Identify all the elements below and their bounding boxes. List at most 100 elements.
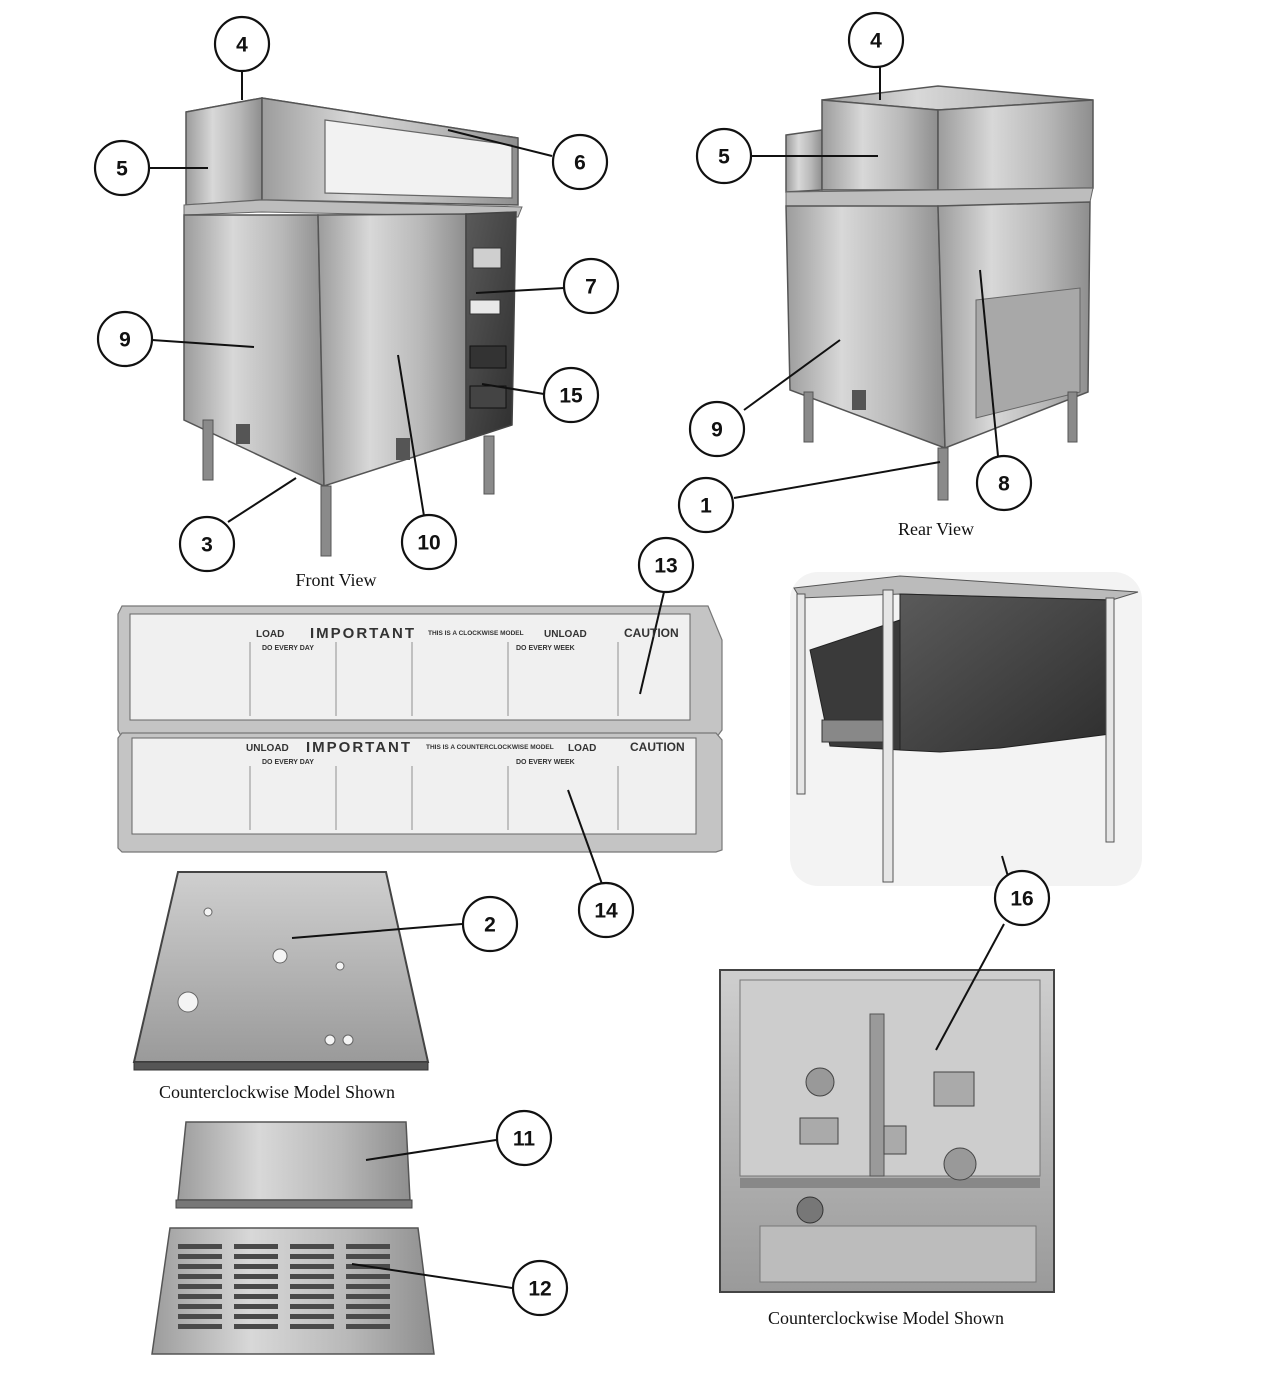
base-pan-hole [336,962,344,970]
cover-panel-face [178,1122,410,1200]
rear-leg [1068,392,1077,442]
base-pan [134,872,428,1070]
louver-slot [234,1294,278,1299]
callout-rear-4: 4 [849,13,903,67]
tank-fitting [934,1072,974,1106]
front-leg [484,436,494,494]
louver-slot [178,1294,222,1299]
front-leg [203,420,213,480]
callout-decal-13: 13 [639,538,693,592]
tank-rail [740,1178,1040,1188]
callout-label: 3 [201,534,213,557]
front-control-logo [470,300,500,314]
tank-post [797,594,805,794]
rear-hood-right [938,100,1093,190]
tank-post [1106,598,1114,842]
base-pan-hole [343,1035,353,1045]
louver-slot [234,1274,278,1279]
front-control-switches [470,346,506,368]
callout-rear-9: 9 [690,402,744,456]
front-view-machine [184,98,522,556]
rear-side-hood [786,130,822,192]
callout-louver-12: 12 [513,1261,567,1315]
callout-front-5: 5 [95,141,149,195]
callout-label: 14 [594,900,618,923]
rear-hood-left [822,100,938,190]
callout-label: 9 [711,419,723,442]
decal-caution: CAUTION [624,626,679,640]
louver-slot [346,1254,390,1259]
louver-slot [290,1274,334,1279]
louver-slot [290,1264,334,1269]
decal-unload-tag: UNLOAD [246,743,289,754]
callout-label: 4 [236,34,248,57]
louver-slot [290,1304,334,1309]
callout-rear-1: 1 [679,478,733,532]
tank-drawer [822,720,886,742]
louver-slot [178,1264,222,1269]
callout-base-2: 2 [463,897,517,951]
callout-label: 13 [654,555,677,578]
rear-view-machine [786,86,1093,500]
callout-front-15: 15 [544,368,598,422]
louver-slot [346,1304,390,1309]
callout-label: 10 [417,532,440,555]
louver-slot [346,1324,390,1329]
decal-load-tag: LOAD [256,629,284,640]
front-cabinet-door [318,214,466,486]
callout-front-9: 9 [98,312,152,366]
louver-panel [152,1228,434,1354]
decal-caution: CAUTION [630,740,685,754]
louver-slot [290,1254,334,1259]
decal-load-tag: LOAD [568,743,596,754]
decal-weekly: DO EVERY WEEK [516,759,575,766]
louver-slot [290,1294,334,1299]
callout-front-7: 7 [564,259,618,313]
louver-slot [346,1294,390,1299]
tank-drain [797,1197,823,1223]
callout-panel-11: 11 [497,1111,551,1165]
callout-label: 7 [585,276,597,299]
callout-label: 15 [559,385,583,408]
base-pan-floor [134,872,428,1062]
tank-wall [900,594,1110,752]
callout-front-3: 3 [180,517,234,571]
louver-slot [290,1314,334,1319]
callout-label: 9 [119,329,131,352]
front-view-caption: Front View [295,570,376,590]
decal-panels [118,606,722,852]
louver-slot [234,1314,278,1319]
front-control-display [473,248,501,268]
callout-front-6: 6 [553,135,607,189]
callout-front-10: 10 [402,515,456,569]
cover-panel [176,1122,412,1208]
louver-slot [346,1284,390,1289]
louver-slot [234,1324,278,1329]
decal-important-title: IMPORTANT [310,625,416,642]
decal-model-text: THIS IS A COUNTERCLOCKWISE MODEL [426,744,554,751]
louver-slot [346,1314,390,1319]
decal-daily: DO EVERY DAY [262,759,314,766]
cover-panel-edge [176,1200,412,1208]
callout-label: 11 [513,1128,536,1151]
callout-label: 12 [528,1278,551,1301]
louver-slot [290,1324,334,1329]
callout-label: 8 [998,473,1010,496]
rear-view-caption: Rear View [898,519,974,539]
tank-fitting [806,1068,834,1096]
base-pan-hole [178,992,198,1012]
counterclockwise-decal-face [132,738,696,834]
tank-fitting [800,1118,838,1144]
front-side-plate [236,424,250,444]
tank-caption: Counterclockwise Model Shown [768,1308,1004,1328]
tank-fitting [884,1126,906,1154]
rear-leg [804,392,813,442]
base-pan-lip [134,1062,428,1070]
tank-photo [790,572,1142,886]
tank-trough [760,1226,1036,1282]
callout-label: 4 [870,30,882,53]
base-pan-hole [273,949,287,963]
louver-slot [234,1284,278,1289]
decal-important-title: IMPORTANT [306,739,412,756]
